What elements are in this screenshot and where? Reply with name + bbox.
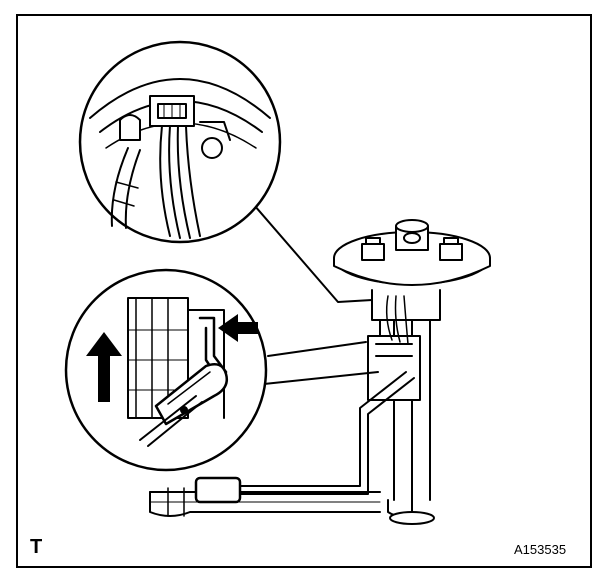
left-arrow-icon bbox=[218, 314, 258, 342]
up-arrow-icon bbox=[86, 332, 122, 402]
pump-body bbox=[367, 289, 441, 525]
corner-letter: T bbox=[30, 536, 43, 558]
fuel-hose bbox=[149, 371, 415, 517]
callout-clamp-detail bbox=[64, 268, 379, 472]
pump-flange bbox=[333, 219, 491, 286]
callout-connector-detail bbox=[78, 40, 373, 303]
figure-id: A153535 bbox=[514, 542, 567, 557]
